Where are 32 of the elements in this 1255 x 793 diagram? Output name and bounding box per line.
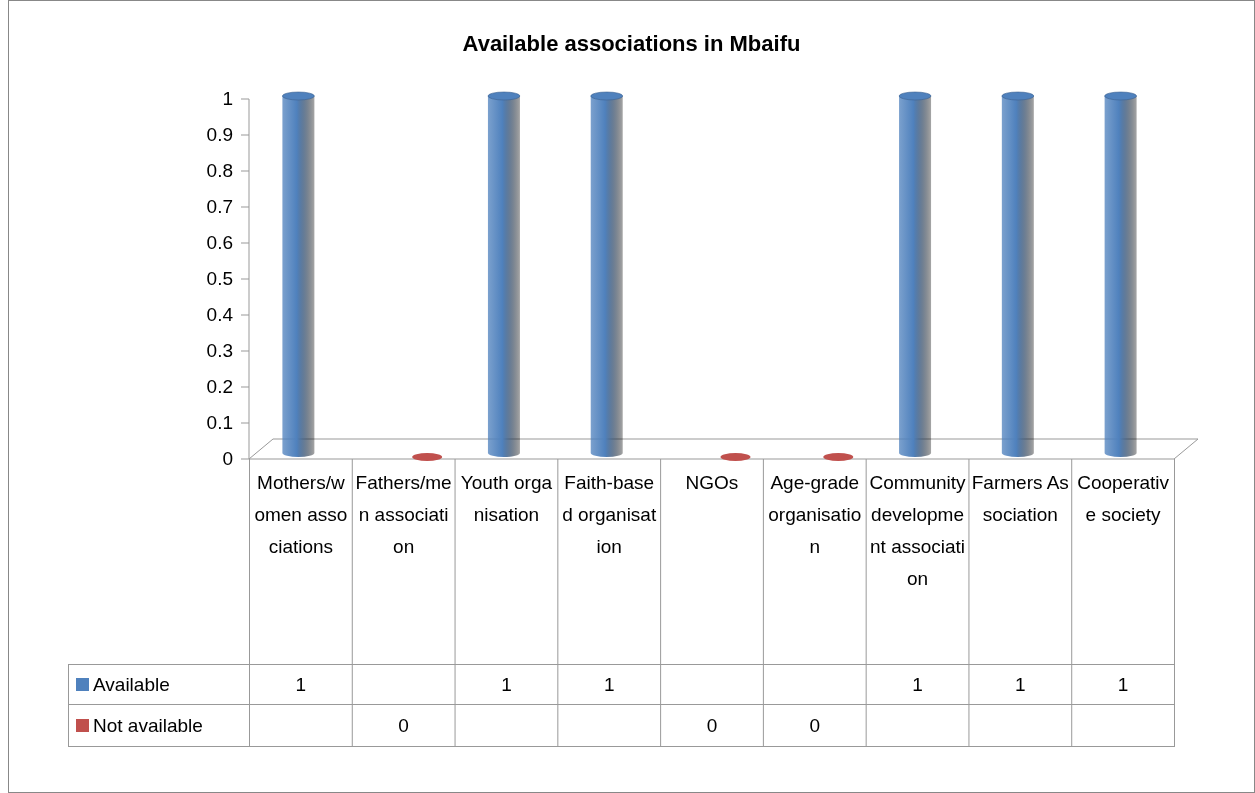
y-tick-label: 0 bbox=[221, 448, 233, 470]
y-tick-label: 0.7 bbox=[205, 196, 233, 218]
y-tick-label: 0.4 bbox=[205, 304, 233, 326]
table-value: 1 bbox=[1117, 673, 1129, 696]
series-label: Available bbox=[93, 673, 170, 696]
table-value: 0 bbox=[809, 714, 821, 737]
y-tick-label: 0.8 bbox=[205, 160, 233, 182]
y-tick-label: 0.6 bbox=[205, 232, 233, 254]
y-tick-label: 0.5 bbox=[205, 268, 233, 290]
series-label: Not available bbox=[93, 714, 203, 737]
category-label: NGOs bbox=[684, 471, 740, 495]
table-value: 1 bbox=[295, 673, 307, 696]
category-label: Cooperative society bbox=[1076, 471, 1171, 527]
category-label: Farmers Association bbox=[970, 471, 1070, 527]
y-tick-label: 0.1 bbox=[205, 412, 233, 434]
category-label: Fathers/men association bbox=[354, 471, 453, 559]
category-label: Youth organisation bbox=[459, 471, 554, 527]
y-tick-label: 0.9 bbox=[205, 124, 233, 146]
category-label: Faith-based organisation bbox=[561, 471, 658, 559]
table-value: 0 bbox=[706, 714, 718, 737]
table-value: 0 bbox=[398, 714, 409, 737]
table-value: 1 bbox=[1015, 673, 1026, 696]
table-value: 1 bbox=[501, 673, 512, 696]
category-label: Mothers/women associations bbox=[253, 471, 349, 559]
y-tick-label: 1 bbox=[221, 88, 233, 110]
y-tick-label: 0.2 bbox=[205, 376, 233, 398]
y-tick-label: 0.3 bbox=[205, 340, 233, 362]
table-value: 1 bbox=[912, 673, 923, 696]
chart-title: Available associations in Mbaifu bbox=[461, 31, 802, 57]
table-value: 1 bbox=[603, 673, 615, 696]
category-label: Community development association bbox=[868, 471, 967, 591]
category-label: Age-grade organisation bbox=[767, 471, 863, 559]
